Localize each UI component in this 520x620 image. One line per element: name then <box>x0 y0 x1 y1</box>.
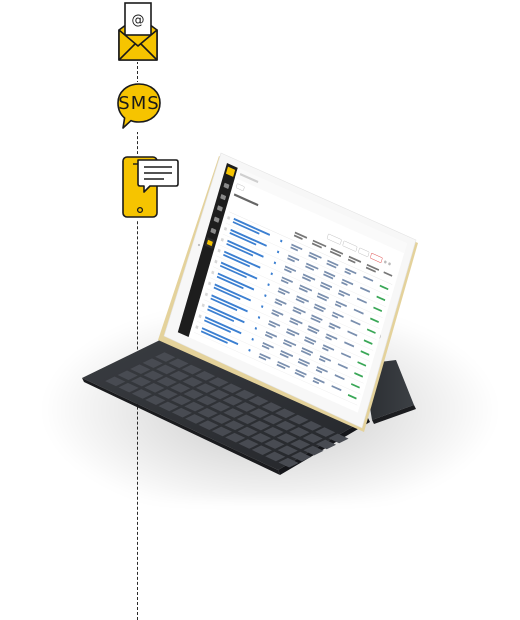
keyboard-key <box>235 402 257 412</box>
keyboard-key <box>238 439 259 449</box>
keyboard-key <box>208 377 229 387</box>
keyboard-key <box>264 439 285 449</box>
keyboard-key <box>181 364 202 375</box>
keyboard-key <box>130 364 151 375</box>
keyboard-key <box>288 414 309 425</box>
keyboard-key <box>290 439 311 450</box>
keyboard-key <box>275 408 296 419</box>
keyboard-key <box>144 382 165 393</box>
keyboard-key <box>195 383 217 393</box>
keyboard-key <box>315 427 336 437</box>
keyboard-key <box>262 414 283 425</box>
keyboard-key <box>250 420 271 431</box>
camera-dot <box>197 243 201 247</box>
keyboard-key <box>157 389 178 399</box>
table-row <box>222 226 386 308</box>
keyboard-key <box>158 401 179 412</box>
keyboard-key <box>276 433 297 443</box>
keyboard-key <box>117 370 138 381</box>
keyboard-key <box>265 451 286 462</box>
keyboard-key <box>250 433 272 443</box>
keyboard-key <box>197 408 218 418</box>
keyboard-key <box>251 445 272 455</box>
keyboard-key <box>155 352 176 362</box>
keyboard-key <box>184 401 205 412</box>
keyboard-key <box>278 457 299 468</box>
keyboard-key <box>223 408 244 418</box>
keyboard-key <box>156 376 177 387</box>
keyboard-key <box>170 395 192 406</box>
keyboard-key <box>249 408 270 418</box>
keyboard-key <box>142 358 163 368</box>
keyboard-key <box>169 370 190 381</box>
keyboard <box>82 340 370 475</box>
keyboard-key <box>263 426 284 437</box>
table-row <box>213 259 377 340</box>
email-envelope-icon: @ <box>116 0 160 62</box>
keyboard-key <box>248 396 269 406</box>
keyboard-key <box>315 439 337 450</box>
keyboard-key <box>222 395 243 406</box>
keyboard-key <box>225 432 246 443</box>
keyboard-key <box>237 426 258 437</box>
keyboard-key <box>131 389 152 399</box>
keyboard-key <box>183 389 204 400</box>
table-row <box>216 248 380 329</box>
sms-label: SMS <box>118 93 159 114</box>
timeline-dashed-line <box>137 56 138 620</box>
table-row <box>193 325 358 406</box>
table-row <box>219 237 383 318</box>
keyboard-key <box>328 433 349 444</box>
keyboard-key <box>290 451 312 462</box>
table-row <box>197 314 361 395</box>
sms-bubble-icon: SMS <box>116 82 162 132</box>
keyboard-key <box>198 420 219 430</box>
keyboard-key <box>303 445 324 456</box>
keyboard-key <box>131 376 152 387</box>
email-at-glyph: @ <box>132 13 145 28</box>
phone-message-icon <box>120 154 180 220</box>
keyboard-key <box>170 383 191 393</box>
keyboard-key <box>209 389 230 400</box>
tablet-screen <box>177 163 408 413</box>
keyboard-key <box>210 414 232 424</box>
table-row <box>200 303 364 384</box>
table-row <box>209 270 374 351</box>
keyboard-key <box>168 358 189 369</box>
tablet <box>158 152 418 432</box>
keyboard-key <box>236 414 257 425</box>
keyboard-key <box>301 421 322 431</box>
keyboard-key <box>221 383 242 394</box>
keyboard-key <box>182 377 203 387</box>
keyboard-key <box>261 402 282 412</box>
table-row <box>225 215 390 297</box>
keyboard-key <box>211 426 232 437</box>
keyboard-key <box>195 371 216 381</box>
keyboard-key <box>105 376 126 387</box>
keyboard-key <box>185 414 206 424</box>
table-row <box>206 281 371 362</box>
table-row <box>203 292 367 373</box>
keyboard-key <box>196 395 217 406</box>
keyboard-key <box>210 401 231 412</box>
keyboard-key <box>275 420 297 431</box>
keyboard-key <box>224 420 245 431</box>
keyboard-key <box>277 445 298 456</box>
app-sidebar <box>177 163 238 338</box>
keyboard-key <box>289 427 310 437</box>
keyboard-key <box>145 395 166 405</box>
keyboard-key <box>171 407 192 418</box>
keyboard-key <box>118 382 139 393</box>
app-logo-icon <box>225 166 236 177</box>
keyboard-key <box>155 364 177 375</box>
keyboard-key <box>143 370 164 381</box>
keyboard-key <box>235 389 256 400</box>
keyboard-key <box>302 433 323 444</box>
